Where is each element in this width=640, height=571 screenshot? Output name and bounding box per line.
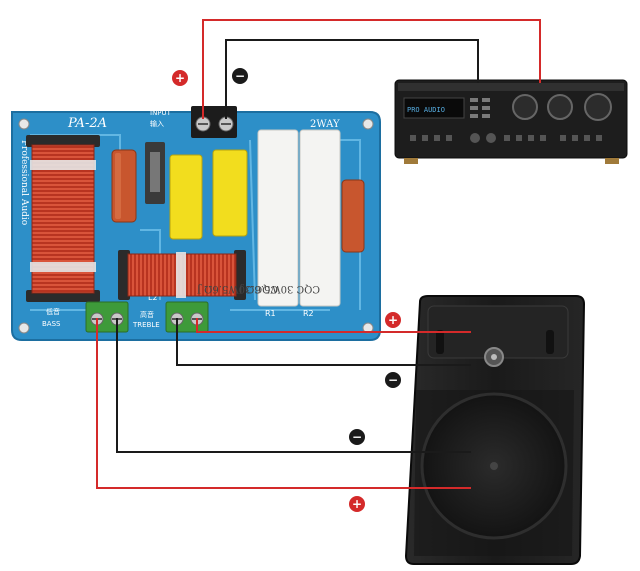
board-side-text: Professional Audio bbox=[19, 140, 29, 225]
capacitor-orange-1 bbox=[111, 149, 137, 223]
bass-chinese-label: 低音 bbox=[46, 307, 60, 316]
plus-sign: + bbox=[388, 313, 398, 327]
l2-label: L2 bbox=[148, 293, 158, 302]
input-label: INPUT bbox=[150, 109, 172, 117]
inductor-l1 bbox=[26, 135, 100, 302]
treble-negative-wire bbox=[176, 318, 471, 366]
inductor-l2 bbox=[118, 250, 246, 300]
board-model-label: PA-2A bbox=[67, 116, 107, 131]
amplifier-display: PRO AUDIO bbox=[407, 106, 445, 114]
polarity-marker-bass-plus: + bbox=[349, 496, 365, 512]
speaker-port bbox=[546, 330, 554, 354]
mount-hole bbox=[362, 118, 374, 130]
label-2way: 2WAY bbox=[310, 119, 340, 130]
amplifier-knob[interactable] bbox=[547, 94, 573, 120]
resistor-r1-text: CQC 30W5.6Ω J bbox=[197, 283, 278, 294]
minus-sign: − bbox=[388, 373, 398, 387]
mount-hole bbox=[18, 322, 30, 334]
amplifier-knob[interactable] bbox=[512, 94, 538, 120]
capacitor-yellow-2 bbox=[212, 149, 248, 237]
bass-negative-wire bbox=[116, 318, 471, 453]
r1-label: R1 bbox=[265, 309, 276, 318]
capacitor-yellow-1 bbox=[169, 154, 203, 240]
input-terminal[interactable] bbox=[191, 106, 237, 138]
resistor-r1: CQC 30W5.6Ω J bbox=[197, 129, 299, 307]
capacitor-orange-2 bbox=[341, 179, 365, 253]
plus-sign: + bbox=[352, 497, 362, 511]
speaker-cabinet bbox=[404, 295, 586, 565]
polarity-marker-input-plus: + bbox=[172, 70, 188, 86]
mount-hole bbox=[18, 118, 30, 130]
selector-switch bbox=[145, 142, 165, 204]
amplifier-foot bbox=[404, 158, 418, 164]
speaker-port bbox=[436, 330, 444, 354]
plus-sign: + bbox=[175, 71, 185, 85]
resistor-r2-text: CQC 30W5.6Ω J bbox=[239, 283, 320, 294]
polarity-marker-bass-minus: − bbox=[349, 429, 365, 445]
treble-positive-wire bbox=[196, 318, 471, 333]
r2-label: R2 bbox=[303, 309, 314, 318]
polarity-marker-treble-plus: + bbox=[385, 312, 401, 328]
amplifier-unit: PRO AUDIO bbox=[394, 79, 628, 164]
treble-chinese-label: 高音 bbox=[140, 310, 154, 319]
resistor-r2: CQC 30W5.6Ω J bbox=[239, 129, 341, 307]
amplifier-knob[interactable] bbox=[584, 93, 612, 121]
bass-label: BASS bbox=[42, 320, 61, 328]
amp-negative-wire bbox=[225, 39, 479, 119]
amplifier-foot bbox=[605, 158, 619, 164]
input-chinese-label: 输入 bbox=[150, 119, 164, 128]
treble-label: TREBLE bbox=[132, 321, 160, 329]
minus-sign: − bbox=[235, 69, 245, 83]
amp-positive-wire bbox=[202, 19, 541, 119]
minus-sign: − bbox=[352, 430, 362, 444]
treble-output-terminal[interactable] bbox=[165, 301, 209, 333]
polarity-marker-input-minus: − bbox=[232, 68, 248, 84]
bass-output-terminal[interactable] bbox=[85, 301, 129, 333]
bass-positive-wire bbox=[96, 318, 471, 489]
polarity-marker-treble-minus: − bbox=[385, 372, 401, 388]
